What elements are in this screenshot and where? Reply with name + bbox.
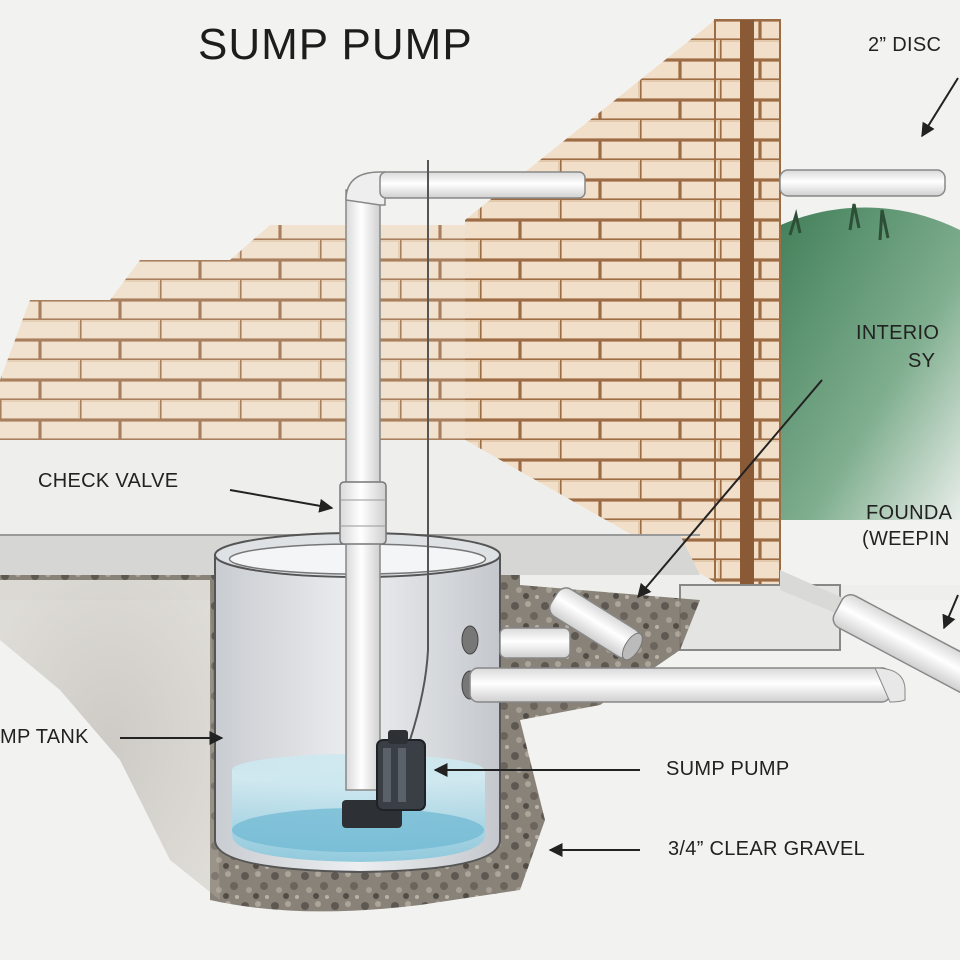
diagram-title: SUMP PUMP — [198, 20, 473, 69]
sump-tank-label: MP TANK — [0, 726, 89, 748]
interior-label-line2: SY — [908, 350, 936, 372]
discharge-pipe — [339, 169, 946, 791]
discharge-label: 2” DISC — [868, 34, 942, 56]
side-brick-wall — [465, 19, 781, 586]
sump-pump-label: SUMP PUMP — [666, 758, 790, 780]
interior-label-line1: INTERIO — [856, 322, 940, 344]
check-valve-label: CHECK VALVE — [38, 470, 179, 492]
sump-pump-unit — [342, 730, 426, 828]
drain-pipes — [469, 587, 960, 703]
exterior-ground — [770, 203, 960, 520]
gravel-label: 3/4” CLEAR GRAVEL — [668, 838, 866, 860]
float-switch-cable — [409, 160, 429, 741]
leader-arrows — [120, 77, 959, 857]
foundation-label-line2: (WEEPIN — [862, 528, 950, 550]
foundation-label-line1: FOUNDA — [866, 502, 953, 524]
